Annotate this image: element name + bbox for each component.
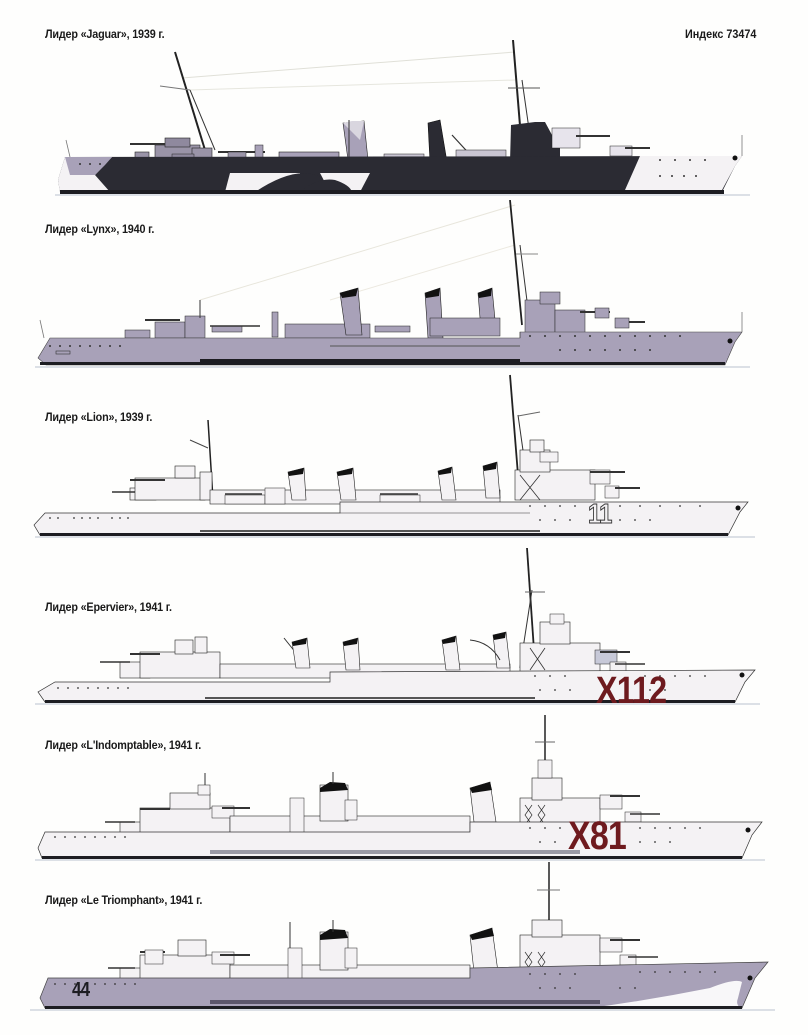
- plate-le-triomphant: 44: [0, 860, 808, 1035]
- pennant-number-lindomptable: X81: [568, 814, 627, 858]
- pennant-number-le-triomphant: 44: [72, 979, 90, 1001]
- ship-profile-lion: [33, 374, 755, 538]
- plate-caption-le-triomphant: Лидер «Le Triomphant», 1941 г.: [45, 893, 203, 907]
- catalog-index-label: Индекс 73474: [684, 27, 756, 41]
- plate-caption-jaguar: Лидер «Jaguar», 1939 г.: [45, 27, 165, 41]
- pennant-number-lion: 11: [588, 498, 613, 529]
- plate-caption-lion: Лидер «Lion», 1939 г.: [45, 410, 153, 424]
- ship-profile-le-triomphant: [30, 862, 775, 1011]
- ship-profile-lindomptable: [35, 715, 765, 861]
- plate-caption-lindomptable: Лидер «L'Indomptable», 1941 г.: [45, 738, 202, 752]
- ship-profile-epervier: [35, 547, 760, 705]
- plate-jaguar: [0, 40, 808, 200]
- plate-lion: 11: [0, 370, 808, 540]
- plate-epervier: X112: [0, 540, 808, 710]
- plate-lindomptable: X81: [0, 710, 808, 870]
- plate-lynx: [0, 200, 808, 370]
- ship-profile-jaguar: [55, 40, 750, 196]
- plate-caption-epervier: Лидер «Epervier», 1941 г.: [45, 600, 172, 614]
- pennant-number-epervier: X112: [596, 670, 667, 712]
- plate-caption-lynx: Лидер «Lynx», 1940 г.: [45, 222, 155, 236]
- ship-profile-lynx: [35, 200, 750, 368]
